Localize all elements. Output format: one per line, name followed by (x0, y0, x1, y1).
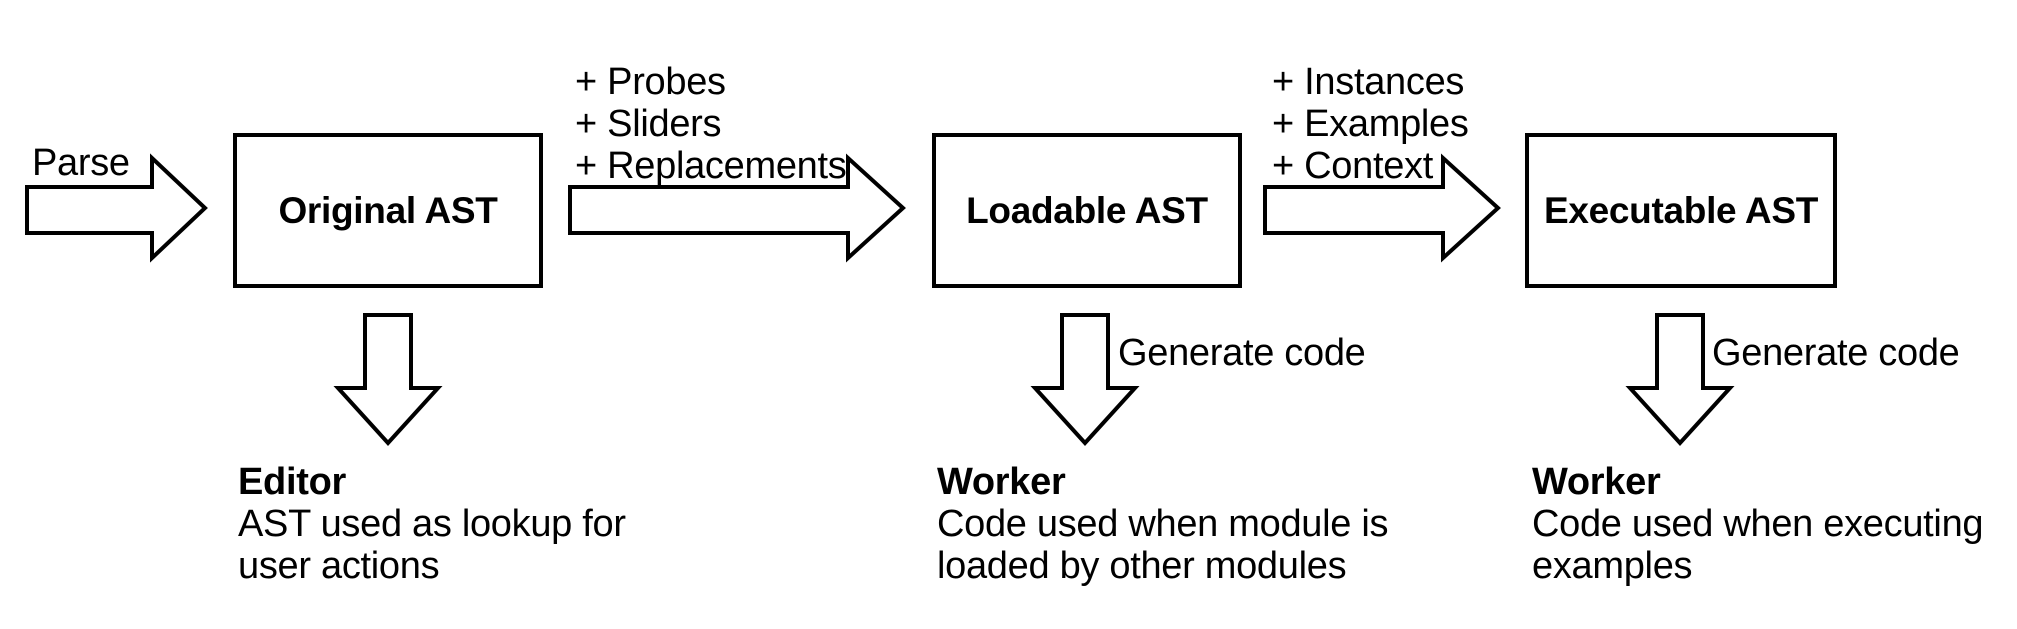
editor-output-line-2: user actions (238, 545, 440, 587)
editor-output-title: Editor (238, 461, 346, 503)
to-executable-annotations: + Instances + Examples + Context (1272, 61, 1469, 187)
editor-output-line-1: AST used as lookup for (238, 503, 626, 545)
worker-executable-output-line-1: Code used when executing (1532, 503, 1984, 545)
annotation-context: + Context (1272, 145, 1434, 187)
original-ast-box: Original AST (233, 133, 543, 288)
worker-loadable-output-line-1: Code used when module is (937, 503, 1389, 545)
annotation-probes: + Probes (575, 61, 726, 103)
annotation-sliders: + Sliders (575, 103, 722, 145)
annotation-instances: + Instances (1272, 61, 1465, 103)
executable-to-worker-arrow-down-icon (1625, 313, 1735, 446)
editor-output-block: Editor AST used as lookup for user actio… (238, 461, 626, 587)
worker-executable-output-line-2: examples (1532, 545, 1693, 587)
worker-loadable-output-line-2: loaded by other modules (937, 545, 1347, 587)
worker-loadable-output-block: Worker Code used when module is loaded b… (937, 461, 1389, 587)
executable-ast-box: Executable AST (1525, 133, 1837, 288)
original-ast-label: Original AST (278, 189, 498, 231)
generate-code-label-executable: Generate code (1712, 332, 1960, 374)
worker-loadable-output-title: Worker (937, 461, 1066, 503)
worker-executable-output-title: Worker (1532, 461, 1661, 503)
loadable-ast-label: Loadable AST (966, 189, 1208, 231)
original-to-editor-arrow-down-icon (333, 313, 443, 446)
to-loadable-annotations: + Probes + Sliders + Replacements (575, 61, 847, 187)
to-loadable-arrow-right-icon (568, 153, 906, 263)
to-executable-arrow-right-icon (1263, 153, 1501, 263)
generate-code-label-loadable: Generate code (1118, 332, 1366, 374)
loadable-ast-box: Loadable AST (932, 133, 1242, 288)
worker-executable-output-block: Worker Code used when executing examples (1532, 461, 1984, 587)
executable-ast-label: Executable AST (1543, 189, 1819, 231)
annotation-replacements: + Replacements (575, 145, 847, 187)
loadable-to-worker-arrow-down-icon (1030, 313, 1140, 446)
parse-arrow-label: Parse (32, 142, 130, 184)
annotation-examples: + Examples (1272, 103, 1469, 145)
parse-arrow-right-icon (25, 153, 208, 263)
